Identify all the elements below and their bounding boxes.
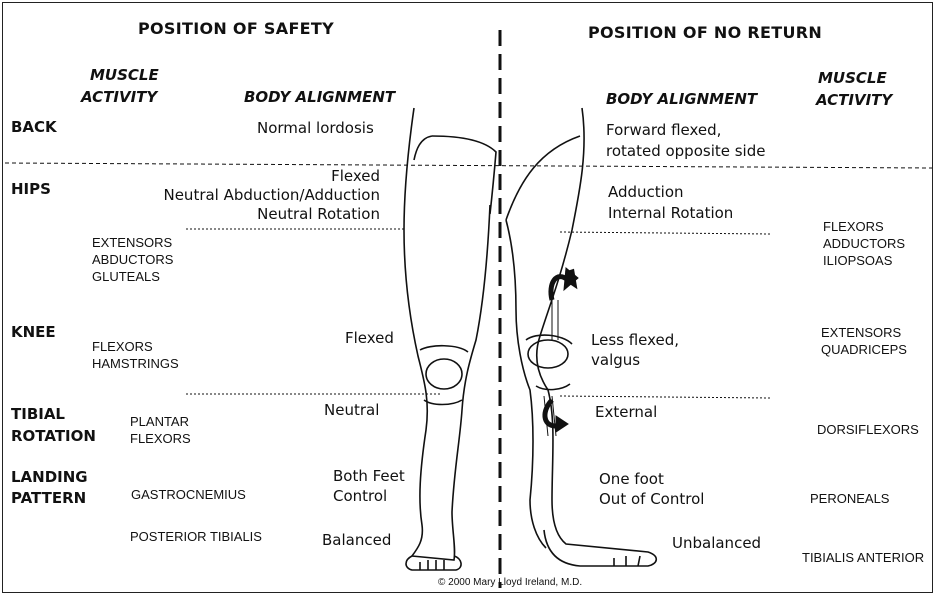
muscle-left-balance: POSTERIOR TIBIALIS xyxy=(130,528,262,545)
safety-tibial-text: Neutral xyxy=(324,403,379,418)
copyright-notice: © 2000 Mary Lloyd Ireland, M.D. xyxy=(438,578,582,588)
muscle-left-tibial-2: FLEXORS xyxy=(130,430,191,447)
muscle-left-hips-2: ABDUCTORS xyxy=(92,251,173,268)
safety-balance-text: Balanced xyxy=(322,533,391,548)
no-return-hips-line1: Adduction xyxy=(608,185,684,200)
safety-landing-line2: Control xyxy=(333,489,387,504)
header-muscle-activity-right-line1: MUSCLE xyxy=(818,71,887,86)
header-body-alignment-right: BODY ALIGNMENT xyxy=(606,92,757,107)
safety-knee-text: Flexed xyxy=(345,331,394,346)
safety-hips-line2: Neutral Abduction/Adduction xyxy=(100,188,380,203)
safety-hips-line3: Neutral Rotation xyxy=(160,207,380,222)
divider-back-hips xyxy=(5,163,932,168)
muscle-left-hips: EXTENSORS ABDUCTORS GLUTEALS xyxy=(92,234,173,285)
no-return-knee-line1: Less flexed, xyxy=(591,333,679,348)
row-label-pattern: PATTERN xyxy=(11,491,86,506)
muscle-left-hips-3: GLUTEALS xyxy=(92,268,173,285)
header-muscle-activity-left-line1: MUSCLE xyxy=(90,68,159,83)
muscle-right-hips: FLEXORS ADDUCTORS ILIOPSOAS xyxy=(823,218,905,269)
row-label-knee: KNEE xyxy=(11,325,56,340)
rotation-arrow-lower xyxy=(545,400,568,432)
title-position-of-safety: POSITION OF SAFETY xyxy=(138,21,334,37)
muscle-left-knee: FLEXORS HAMSTRINGS xyxy=(92,338,179,372)
row-label-landing: LANDING xyxy=(11,470,88,485)
no-return-knee-line2: valgus xyxy=(591,353,640,368)
left-leg-illustration xyxy=(404,108,496,570)
muscle-right-landing: PERONEALS xyxy=(810,490,889,507)
header-muscle-activity-left-line2: ACTIVITY xyxy=(81,90,157,105)
muscle-right-knee-1: EXTENSORS xyxy=(821,324,907,341)
muscle-right-knee: EXTENSORS QUADRICEPS xyxy=(821,324,907,358)
no-return-balance-text: Unbalanced xyxy=(672,536,761,551)
rotation-arrow-upper xyxy=(551,268,578,300)
no-return-landing-line2: Out of Control xyxy=(599,492,704,507)
header-body-alignment-left: BODY ALIGNMENT xyxy=(244,90,395,105)
row-label-back: BACK xyxy=(11,120,57,135)
muscle-left-knee-2: HAMSTRINGS xyxy=(92,355,179,372)
row-label-rotation: ROTATION xyxy=(11,429,96,444)
row-label-tibial: TIBIAL xyxy=(11,407,65,422)
no-return-landing-line1: One foot xyxy=(599,472,664,487)
muscle-left-knee-1: FLEXORS xyxy=(92,338,179,355)
muscle-right-hips-3: ILIOPSOAS xyxy=(823,252,905,269)
muscle-right-hips-1: FLEXORS xyxy=(823,218,905,235)
row-label-hips: HIPS xyxy=(11,182,51,197)
muscle-right-tibial: DORSIFLEXORS xyxy=(817,421,919,438)
muscle-right-hips-2: ADDUCTORS xyxy=(823,235,905,252)
no-return-tibial-text: External xyxy=(595,405,657,420)
header-muscle-activity-right-line2: ACTIVITY xyxy=(816,93,892,108)
muscle-left-hips-1: EXTENSORS xyxy=(92,234,173,251)
no-return-back-line1: Forward flexed, xyxy=(606,123,721,138)
no-return-back-line2: rotated opposite side xyxy=(606,144,765,159)
safety-landing-line1: Both Feet xyxy=(333,469,405,484)
muscle-right-knee-2: QUADRICEPS xyxy=(821,341,907,358)
no-return-hips-line2: Internal Rotation xyxy=(608,206,733,221)
divider-hips-knee-right xyxy=(560,232,770,234)
divider-knee-tibial-right xyxy=(560,396,770,398)
safety-hips-line1: Flexed xyxy=(160,169,380,184)
muscle-left-tibial-1: PLANTAR xyxy=(130,413,191,430)
muscle-right-balance: TIBIALIS ANTERIOR xyxy=(802,549,924,566)
safety-back-text: Normal lordosis xyxy=(257,121,374,136)
muscle-left-tibial: PLANTAR FLEXORS xyxy=(130,413,191,447)
muscle-left-landing: GASTROCNEMIUS xyxy=(131,486,246,503)
title-position-of-no-return: POSITION OF NO RETURN xyxy=(588,25,822,41)
